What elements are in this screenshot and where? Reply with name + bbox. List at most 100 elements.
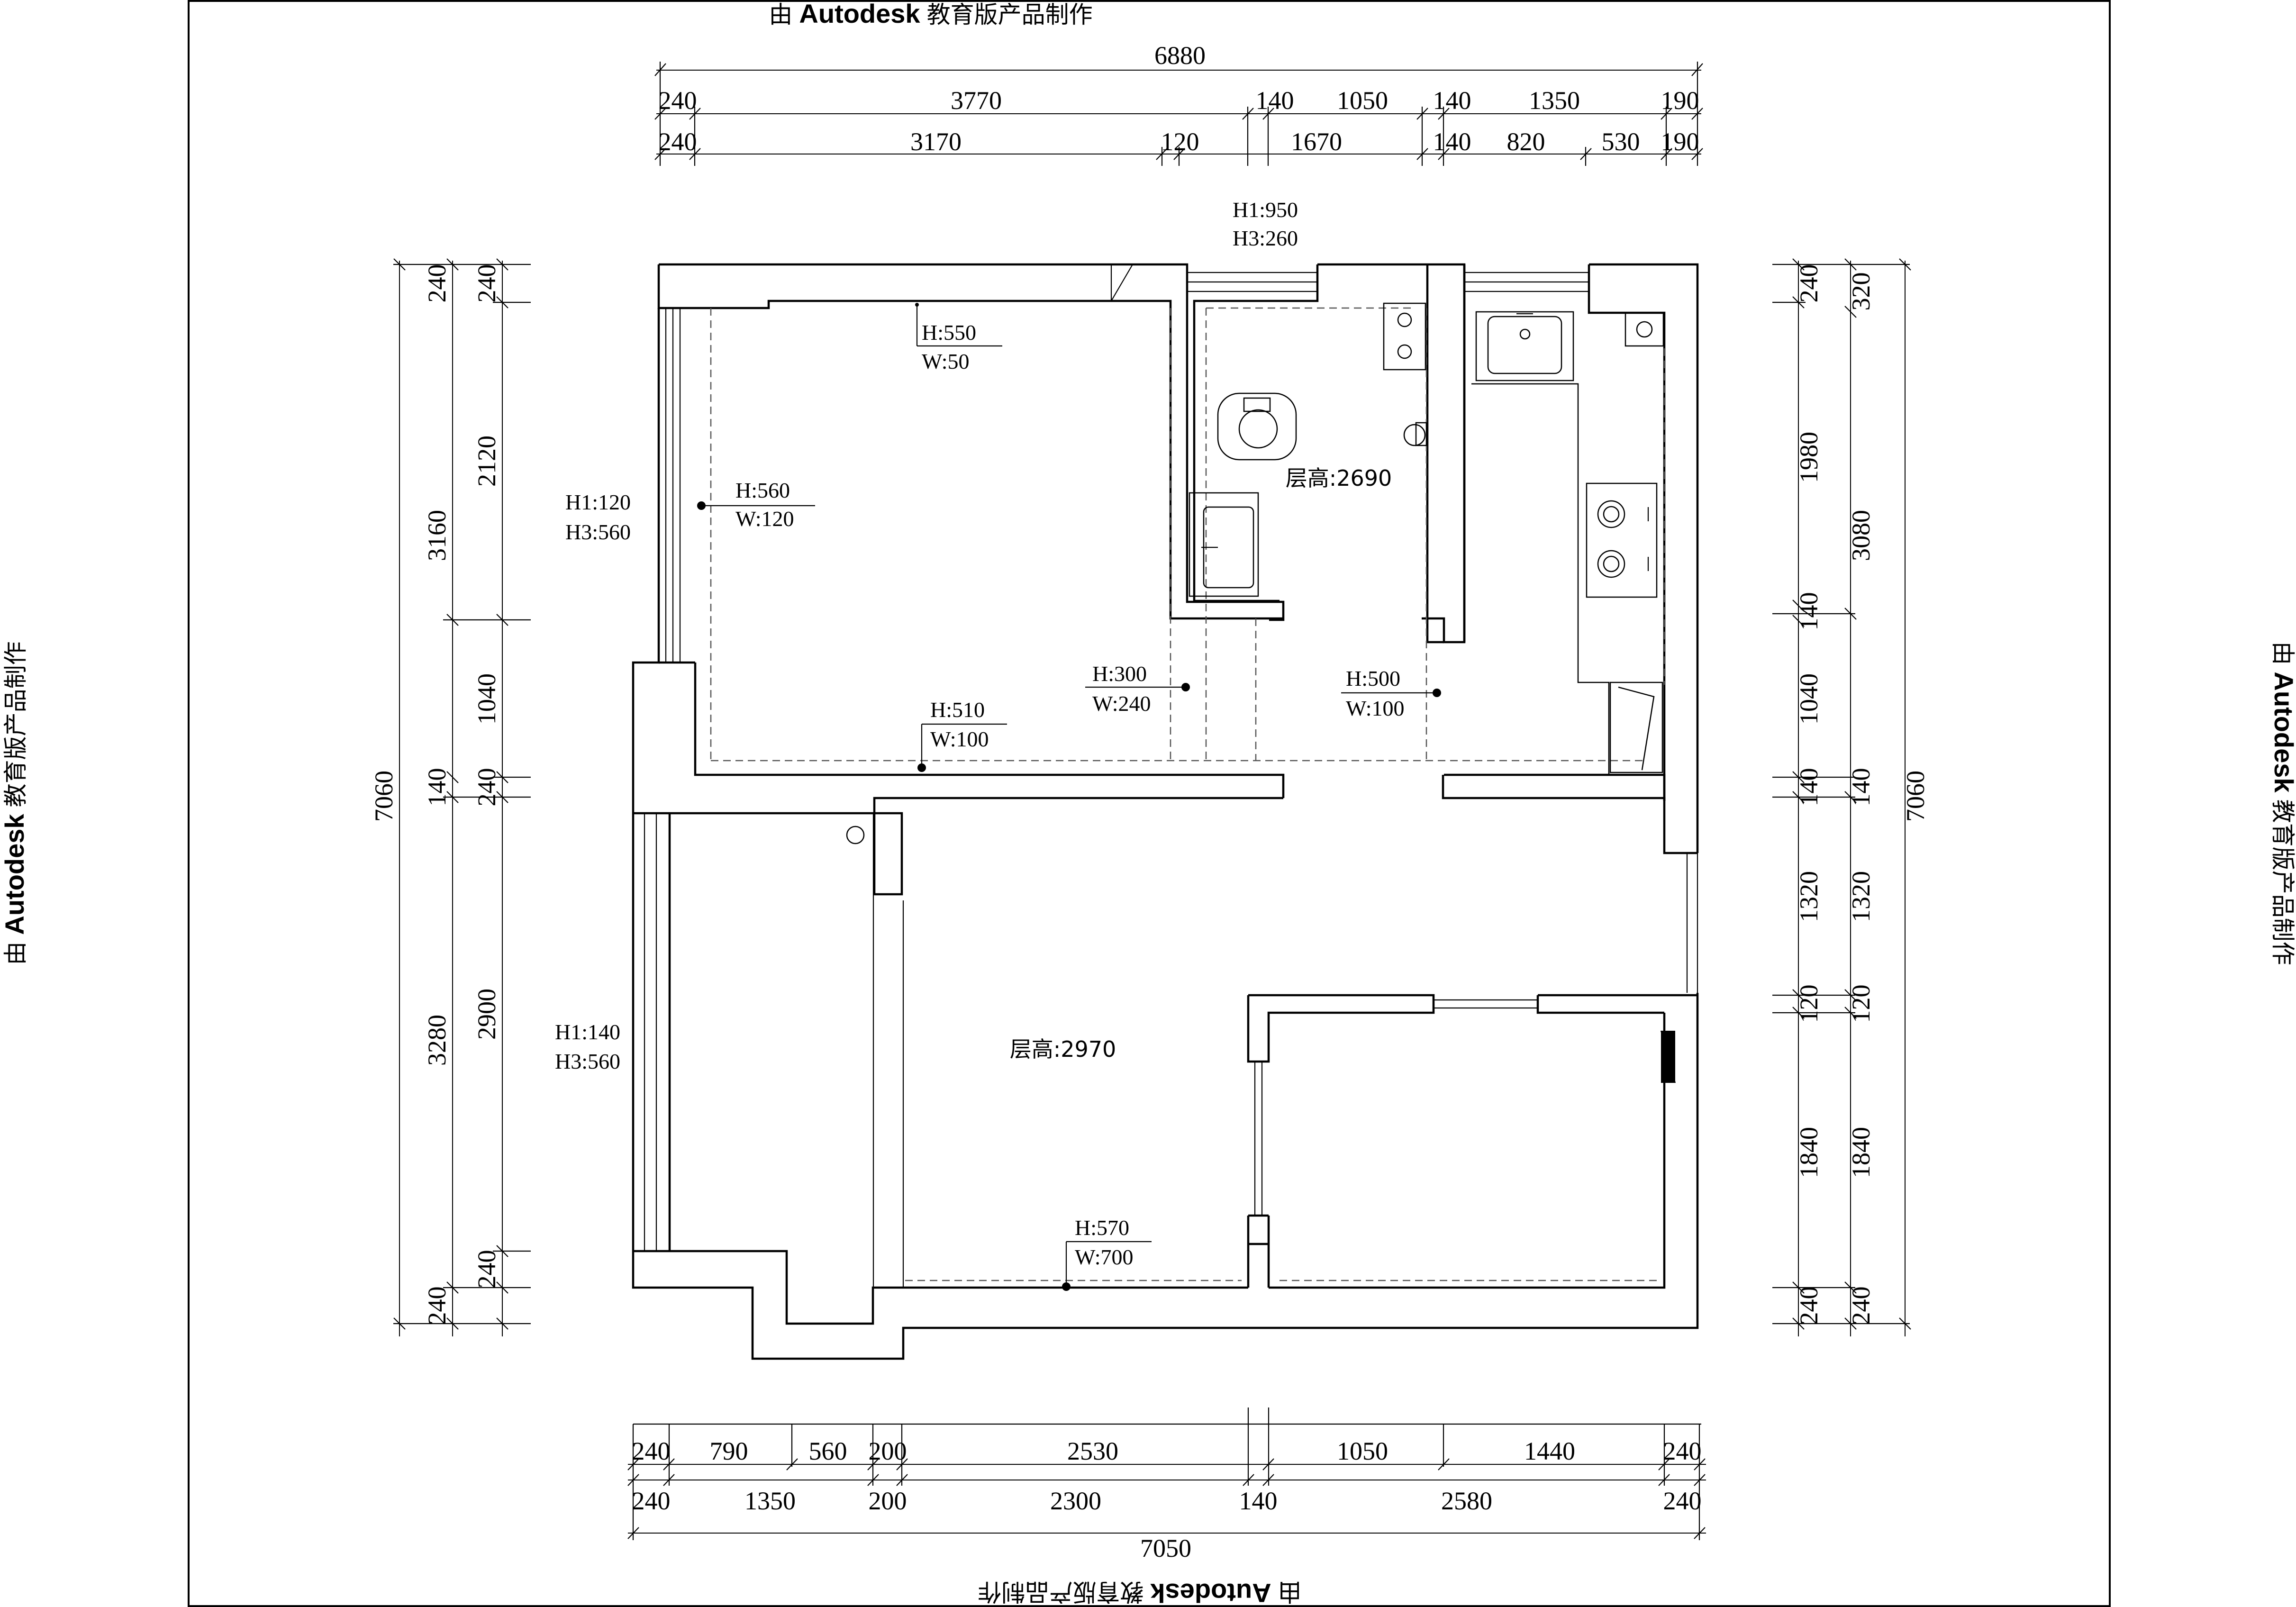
windows (644, 264, 1698, 1288)
socket-560-w: W:120 (735, 507, 794, 531)
socket-550-w: W:50 (922, 349, 970, 373)
top-r1-6: 190 (1661, 86, 1699, 115)
top-r2-3: 1670 (1291, 127, 1342, 156)
floor-drain-icon (846, 826, 865, 844)
bot-r2-5: 2580 (1441, 1487, 1492, 1515)
shower-icon (1415, 422, 1427, 446)
bottom-dimensions: 240 790 560 200 2530 1050 1440 240 240 1… (627, 1407, 1706, 1562)
top-window-h3: H3:260 (1233, 226, 1298, 250)
drawing-frame (188, 0, 2111, 1607)
bot-r2-1: 1350 (744, 1487, 796, 1515)
right-i-0: 240 (1795, 264, 1823, 303)
watermark-left: 由Autodesk教育版产品制作 (0, 641, 29, 965)
right-i-1: 1980 (1795, 432, 1823, 483)
water-heater-icon (1624, 312, 1664, 347)
right-i-7: 1840 (1795, 1127, 1823, 1178)
top-r1-0: 240 (659, 86, 697, 115)
socket-300-w: W:240 (1092, 691, 1151, 716)
top-r2-6: 530 (1602, 127, 1640, 156)
fixtures (846, 302, 1676, 1083)
socket-500-w: W:100 (1346, 696, 1405, 720)
top-r2-0: 240 (659, 127, 697, 156)
right-i-3: 1040 (1795, 673, 1823, 725)
top-r1-2: 140 (1256, 86, 1294, 115)
socket-510-w: W:100 (930, 727, 989, 751)
left-i-1: 2120 (472, 436, 501, 487)
ceiling-outlines (710, 307, 1665, 1281)
right-total: 7060 (1901, 771, 1930, 822)
living-height: 层高:2970 (1010, 1036, 1116, 1062)
socket-570-h: H:570 (1075, 1216, 1129, 1240)
walls (632, 263, 1699, 1360)
right-o-2: 140 (1847, 768, 1875, 807)
bot-r2-3: 2300 (1050, 1487, 1101, 1515)
bot-r1-3: 200 (869, 1437, 907, 1465)
right-o-0: 320 (1847, 272, 1875, 311)
left-o-4: 240 (423, 1287, 451, 1325)
bot-r1-5: 1050 (1337, 1437, 1388, 1465)
washbasin-icon (1383, 302, 1426, 371)
left-dimensions: 7060 240 3160 140 3280 240 240 2120 1040… (370, 258, 531, 1336)
right-dimensions: 240 1980 140 1040 140 1320 120 1840 240 … (1772, 258, 1930, 1336)
bot-r1-2: 560 (809, 1437, 847, 1465)
watermark-right: 由Autodesk教育版产品制作 (2269, 641, 2296, 965)
window-annotations: H1:950 H3:260 H1:120 H3:560 H1:140 H3:56… (555, 198, 1298, 1073)
top-r2-5: 820 (1507, 127, 1545, 156)
top-r1-5: 1350 (1529, 86, 1580, 115)
right-o-1: 3080 (1847, 510, 1875, 561)
socket-annotations: H:550 W:50 H:560 W:120 H:300 W:240 H:510… (697, 303, 1441, 1291)
right-i-6: 120 (1795, 985, 1823, 1023)
laundry-sink-icon (1189, 492, 1259, 597)
left-i-0: 240 (472, 264, 501, 303)
squat-toilet-icon (1217, 392, 1297, 461)
right-o-6: 240 (1847, 1287, 1875, 1325)
left-window-lower-h3: H3:560 (555, 1049, 620, 1073)
socket-300-h: H:300 (1092, 662, 1147, 686)
top-r2-7: 190 (1661, 127, 1699, 156)
stove-icon (1586, 482, 1658, 598)
bot-r1-0: 240 (632, 1437, 671, 1465)
socket-560-h: H:560 (735, 478, 790, 502)
right-i-4: 140 (1795, 768, 1823, 807)
left-total: 7060 (370, 771, 398, 822)
left-i-3: 240 (472, 768, 501, 807)
right-i-2: 140 (1795, 592, 1823, 631)
top-r2-4: 140 (1433, 127, 1471, 156)
bottom-total: 7050 (1140, 1534, 1191, 1562)
top-r2-1: 3170 (910, 127, 962, 156)
top-r1-4: 140 (1433, 86, 1471, 115)
socket-500-h: H:500 (1346, 666, 1400, 690)
bot-r1-1: 790 (710, 1437, 748, 1465)
top-r1-1: 3770 (951, 86, 1002, 115)
bot-r2-2: 200 (869, 1487, 907, 1515)
left-o-1: 3160 (423, 510, 451, 561)
left-i-2: 1040 (472, 673, 501, 725)
right-o-5: 1840 (1847, 1127, 1875, 1178)
left-window-upper-h3: H3:560 (565, 520, 631, 544)
bathroom-height: 层高:2690 (1286, 465, 1392, 491)
bot-r2-6: 240 (1663, 1487, 1702, 1515)
top-r2-2: 120 (1161, 127, 1199, 156)
bot-r1-6: 1440 (1524, 1437, 1575, 1465)
left-window-lower-h1: H1:140 (555, 1020, 620, 1044)
left-i-5: 240 (472, 1250, 501, 1289)
bot-r1-4: 2530 (1067, 1437, 1118, 1465)
right-i-5: 1320 (1795, 871, 1823, 922)
watermark-bottom: 由Autodesk教育版产品制作 (978, 1578, 1301, 1607)
bot-r1-7: 240 (1663, 1437, 1702, 1465)
socket-550-h: H:550 (922, 320, 976, 345)
bot-r2-4: 140 (1239, 1487, 1278, 1515)
top-r1-3: 1050 (1337, 86, 1388, 115)
left-i-4: 2900 (472, 989, 501, 1040)
top-window-h1: H1:950 (1233, 198, 1298, 222)
left-o-0: 240 (423, 264, 451, 303)
bot-r2-0: 240 (632, 1487, 671, 1515)
top-total: 6880 (1154, 41, 1206, 70)
right-o-4: 120 (1847, 985, 1875, 1023)
left-window-upper-h1: H1:120 (565, 490, 631, 514)
left-o-3: 3280 (423, 1015, 451, 1066)
sink-icon (1475, 311, 1574, 381)
socket-510-h: H:510 (930, 698, 985, 722)
